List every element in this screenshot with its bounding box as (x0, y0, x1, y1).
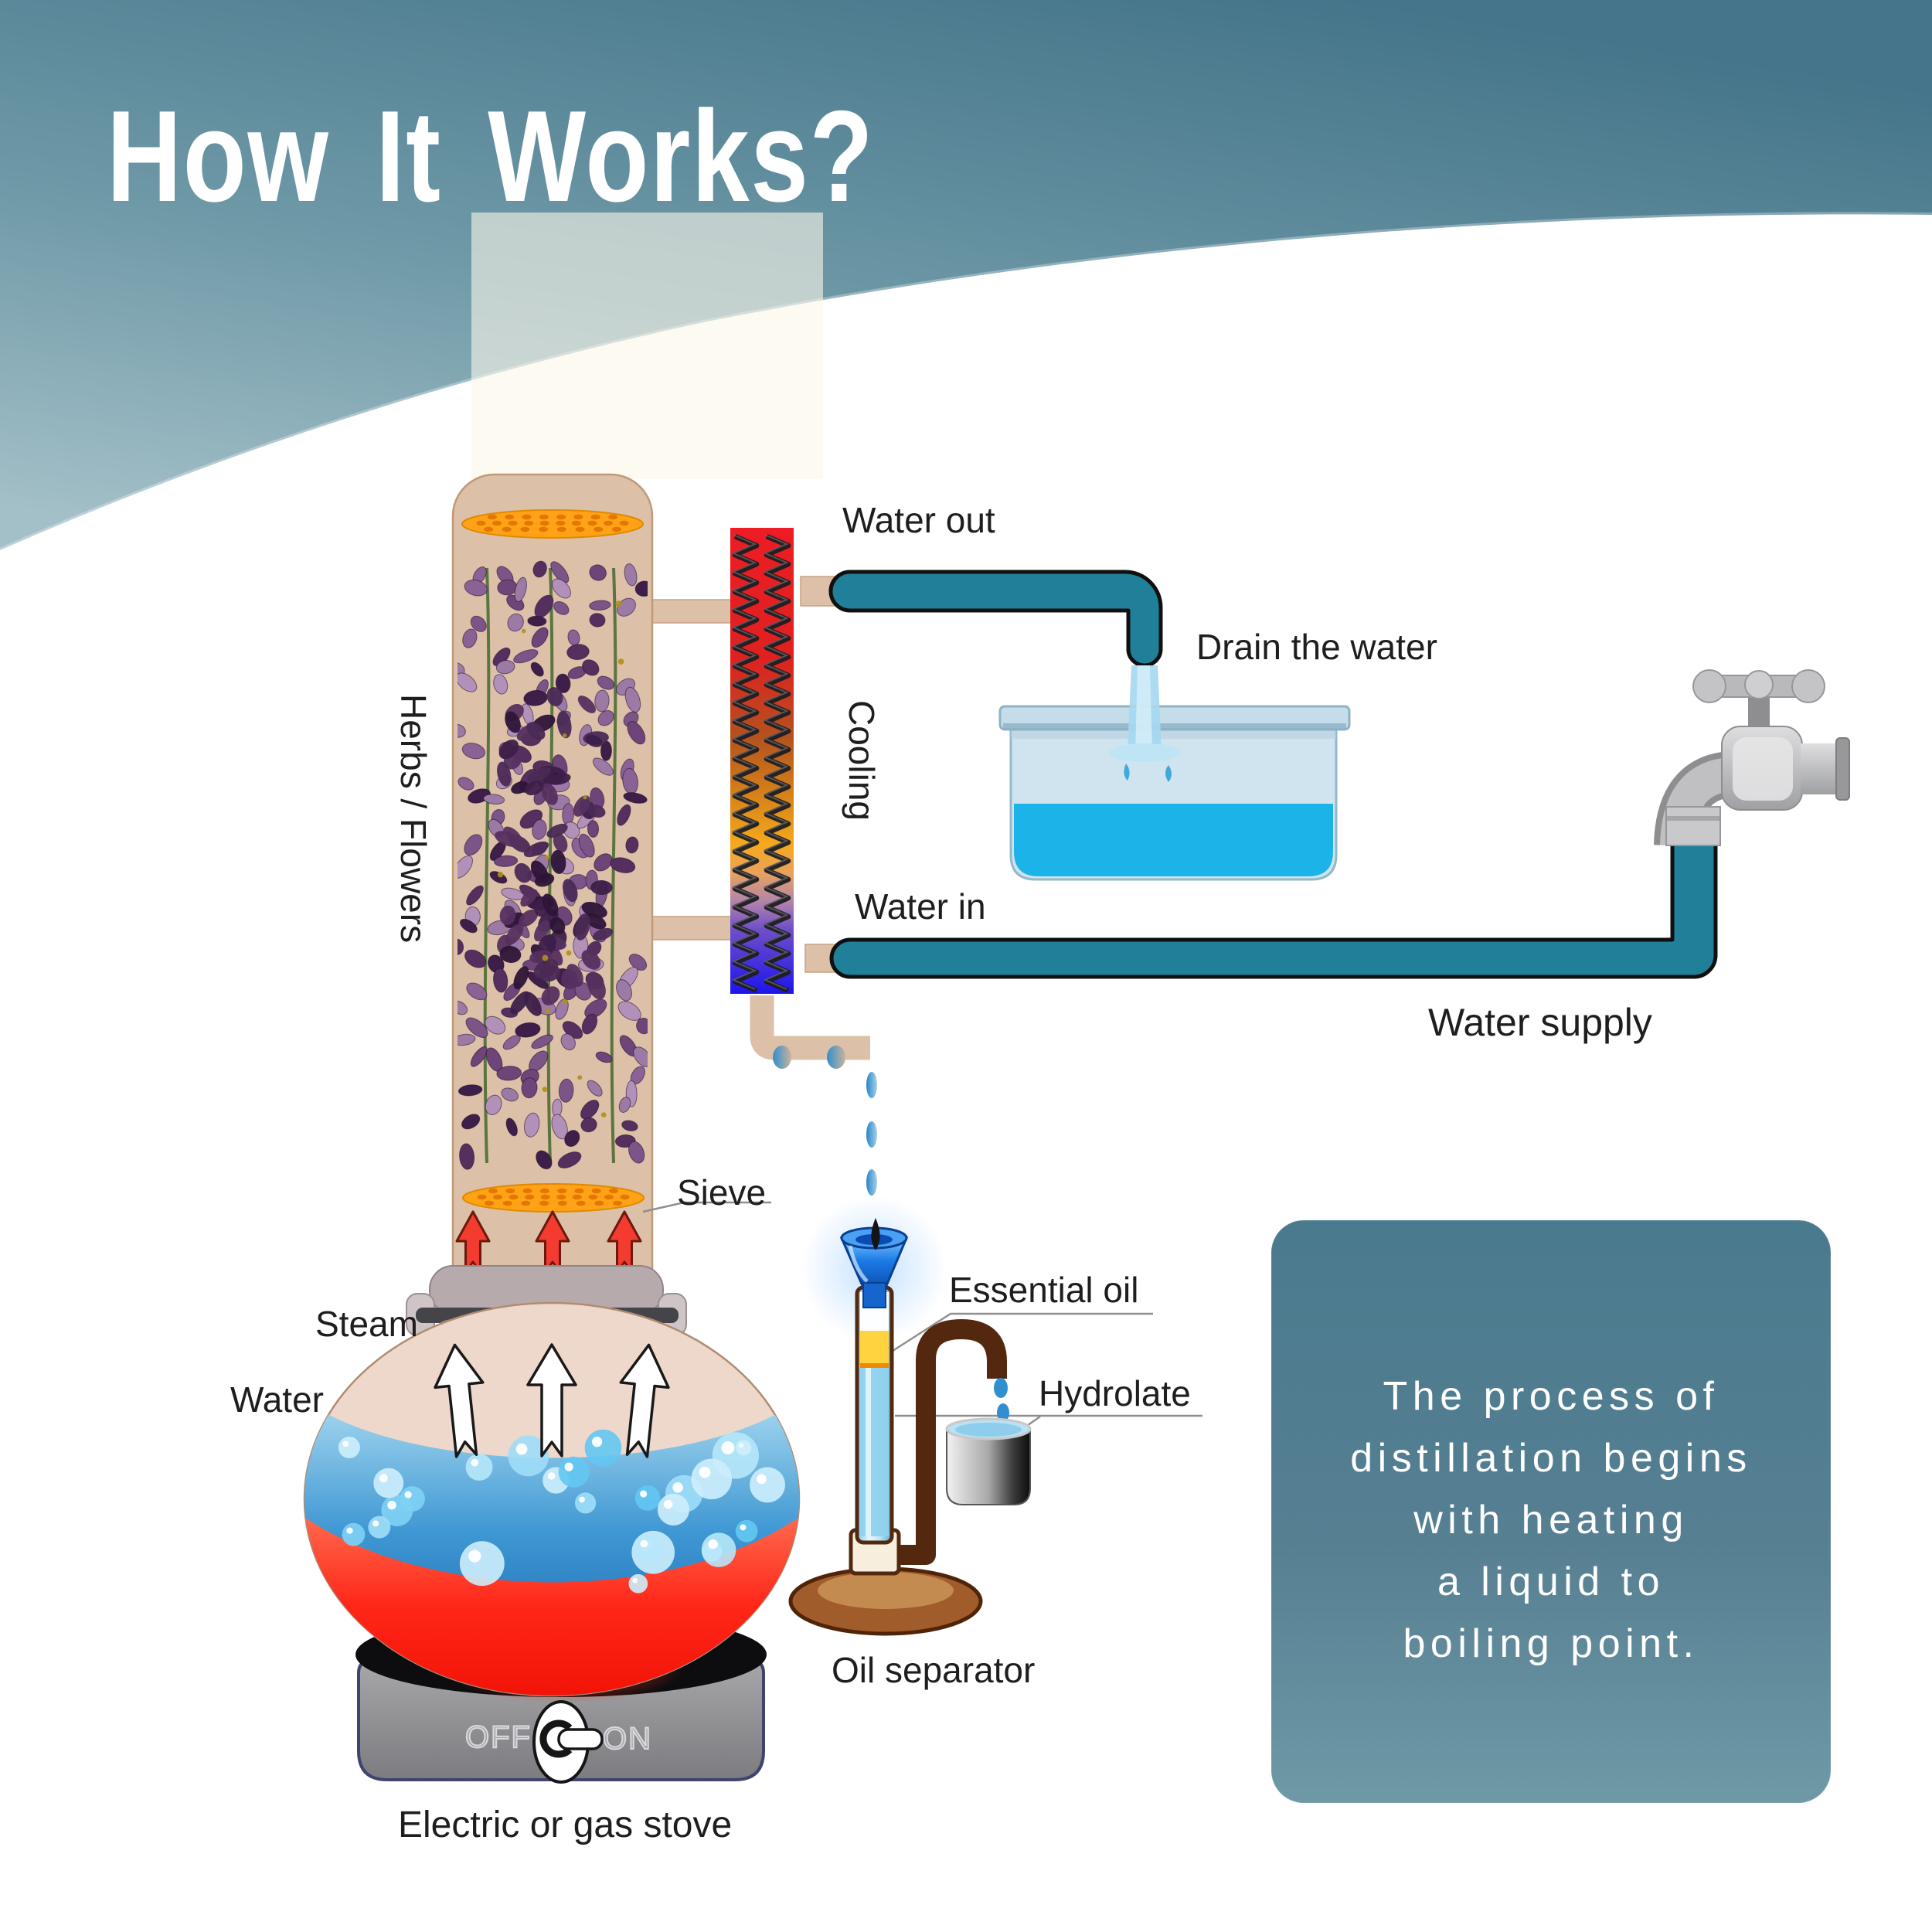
label-water: Water (230, 1380, 324, 1420)
label-water-supply: Water supply (1428, 1002, 1652, 1044)
label-herbs-flowers: Herbs / Flowers (393, 694, 433, 943)
page-title: How It Works? (107, 82, 874, 231)
steam-arrows-white (431, 1342, 673, 1458)
water-out-pipe (831, 572, 1161, 665)
oil-separator (791, 1196, 1030, 1634)
distillation-column (446, 474, 655, 1317)
info-box-text: The process of distillation begins with … (1271, 1366, 1831, 1675)
faucet (1666, 670, 1849, 845)
cooling-coil (730, 528, 794, 994)
faucet-handle-left-knob (1693, 670, 1726, 702)
label-steam: Steam (315, 1304, 418, 1344)
label-drain-water: Drain the water (1196, 628, 1437, 667)
label-hydrolate: Hydrolate (1039, 1374, 1191, 1413)
label-essential-oil: Essential oil (949, 1270, 1138, 1310)
falling-drop (866, 1121, 877, 1148)
essential-oil-layer (860, 1331, 889, 1366)
faucet-handle-center-knob (1745, 671, 1773, 699)
label-water-in: Water in (855, 887, 986, 927)
faucet-handle-right-knob (1792, 670, 1825, 702)
label-sieve: Sieve (677, 1173, 766, 1213)
label-cooling: Cooling (842, 700, 881, 821)
label-stove: Electric or gas stove (398, 1805, 732, 1846)
hydrolate-leader (895, 1416, 1202, 1436)
drain-basin (1000, 706, 1349, 879)
stove-off-label: OFF (465, 1720, 532, 1755)
hydrolate-drop (994, 1378, 1008, 1398)
label-oil-separator: Oil separator (832, 1651, 1035, 1690)
faucet-outlet (1801, 743, 1841, 794)
falling-drop (866, 1072, 877, 1098)
sieve-top (462, 510, 643, 538)
condensate-drip-pipe (762, 995, 877, 1196)
ivory-band (471, 213, 823, 479)
stove-on-label: ON (603, 1722, 652, 1757)
sieve-bottom (463, 1184, 644, 1212)
hydrolate-cup (947, 1419, 1030, 1505)
falling-drop (866, 1169, 877, 1196)
info-box: The process of distillation begins with … (1271, 1220, 1831, 1803)
boiler-pot (303, 1303, 801, 1697)
hydrolate-layer (860, 1368, 889, 1536)
label-water-out: Water out (842, 501, 995, 540)
